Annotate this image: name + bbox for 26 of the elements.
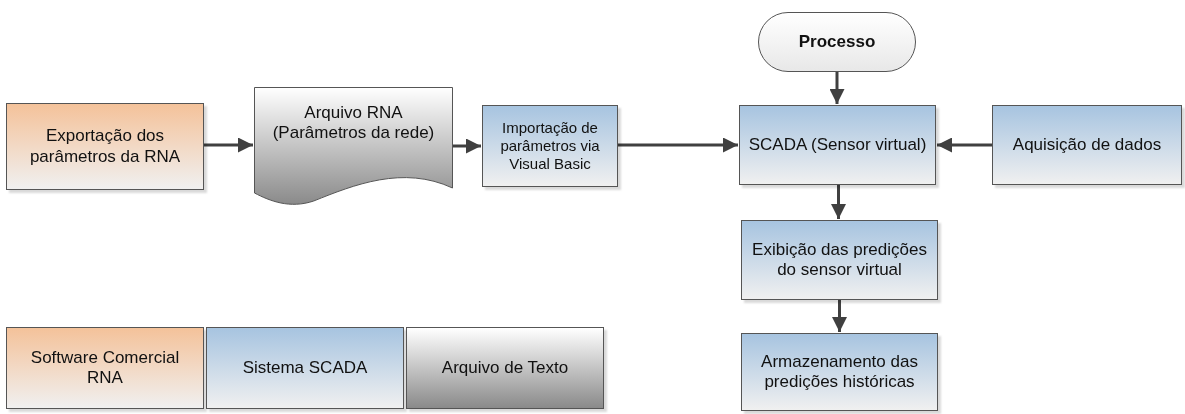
process-box [6, 103, 204, 190]
legend-label: Software Comercial RNA [29, 347, 181, 389]
process-box [739, 105, 936, 185]
node-label: Aquisição de dados [1012, 134, 1162, 156]
arrow [832, 300, 847, 332]
arrow [453, 138, 481, 154]
node-label: Importação de parâmetros via Visual Basic [499, 119, 601, 173]
process-box [992, 105, 1182, 185]
node-label: Armazenamento das predições históricas [760, 351, 919, 393]
node-label: Exibição das predições do sensor virtual [751, 239, 928, 281]
process-box [741, 220, 938, 300]
node-label: Processo [798, 31, 876, 53]
process-box [741, 333, 938, 411]
node-label: Exportação dos parâmetros da RNA [28, 126, 182, 167]
arrow [831, 185, 846, 219]
node-label: SCADA (Sensor virtual) [748, 134, 927, 156]
node-label: Arquivo RNA (Parâmetros da rede) [271, 103, 436, 144]
legend-label: Sistema SCADA [242, 357, 368, 379]
arrow [618, 137, 738, 153]
legend-label: Arquivo de Texto [441, 357, 569, 379]
arrow [937, 137, 992, 153]
arrow [204, 137, 253, 153]
arrow [829, 72, 845, 104]
document-shape [254, 87, 453, 205]
process-box [482, 105, 618, 187]
terminator-shape [758, 12, 916, 72]
